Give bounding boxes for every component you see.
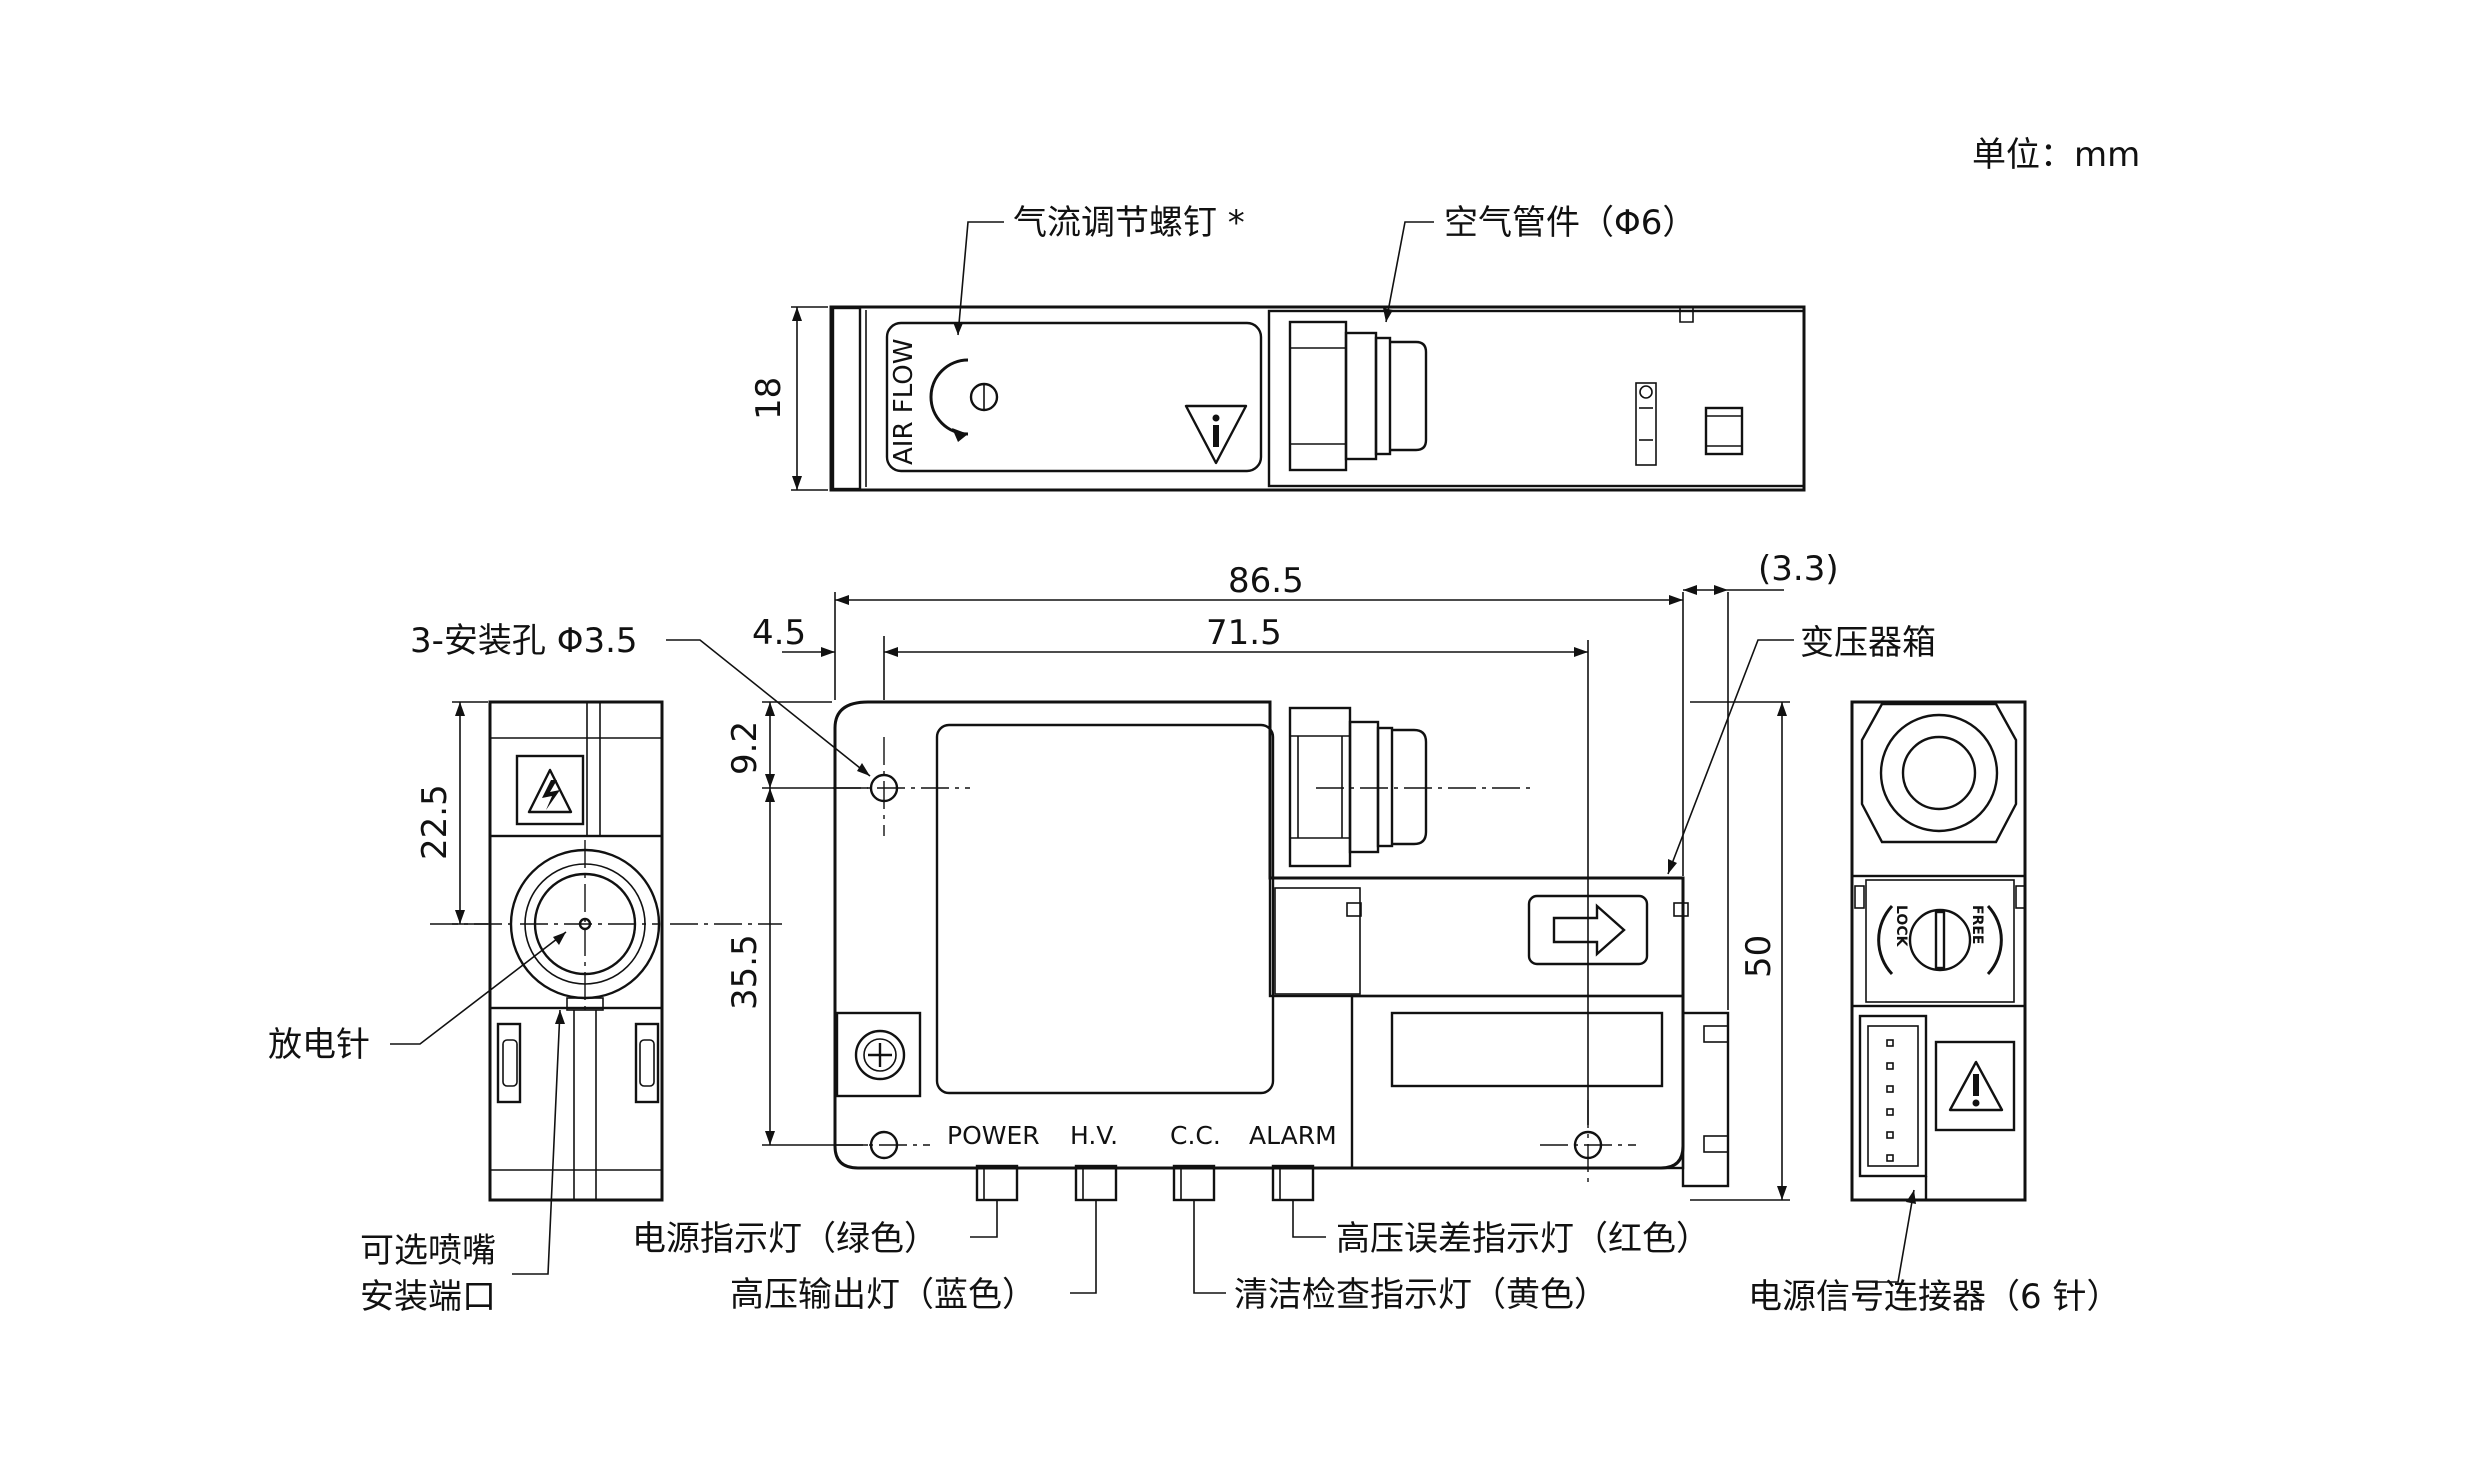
- right-side-view: LOCK FREE 电源信号连接器（6 针）: [1748, 700, 2120, 1317]
- label-mount-holes: 3-安装孔 Φ3.5: [410, 621, 638, 661]
- label-air-fitting: 空气管件（Φ6）: [1444, 203, 1696, 243]
- label-power-connector: 电源信号连接器（6 针）: [1748, 1277, 2120, 1317]
- label-nozzle-port-2: 安装端口: [360, 1277, 496, 1317]
- air-flow-text: AIR FLOW: [889, 339, 919, 465]
- dim-hole-span: 71.5: [1206, 613, 1282, 653]
- top-connector: [1704, 406, 1744, 456]
- power-connector-6pin: [1858, 1014, 1928, 1178]
- front-connector: [1681, 1011, 1730, 1188]
- unit-label: 单位：mm: [1972, 135, 2140, 175]
- warning-triangle-icon: [1934, 1040, 2016, 1132]
- top-air-fitting: [1288, 320, 1428, 472]
- right-fitting-nut: [1860, 702, 2018, 844]
- phillips-screw-icon: [854, 1029, 906, 1081]
- airflow-adjust-arc: [929, 358, 969, 436]
- label-hv-led: 高压输出灯（蓝色）: [730, 1275, 1036, 1315]
- panel-power: POWER: [947, 1121, 1040, 1150]
- arrow-right-icon: [1552, 903, 1626, 957]
- lock-free-knob: [1908, 908, 1972, 972]
- label-discharge-needle: 放电针: [268, 1025, 370, 1065]
- dim-hole-vspan: 35.5: [725, 934, 765, 1010]
- panel-alarm: ALARM: [1249, 1121, 1337, 1150]
- label-cc-led: 清洁检查指示灯（黄色）: [1234, 1275, 1608, 1315]
- high-voltage-icon: [527, 768, 573, 814]
- dim-total-length: 86.5: [1228, 561, 1304, 601]
- dim-hole-offset: 4.5: [752, 613, 806, 653]
- front-body-outline: [833, 700, 1685, 1170]
- top-body-outline: [829, 305, 1806, 492]
- top-side-slot: [1635, 382, 1657, 466]
- free-text: FREE: [1969, 905, 1985, 944]
- label-alarm-led: 高压误差指示灯（红色）: [1336, 1219, 1710, 1259]
- panel-cc: C.C.: [1170, 1121, 1221, 1150]
- front-lower-block: [1350, 994, 1685, 1170]
- dim-hole-top: 9.2: [725, 721, 765, 775]
- dim-total-height: 50: [1739, 935, 1779, 978]
- dim-top-height: 18: [749, 377, 789, 420]
- front-view: POWER H.V. C.C. ALARM: [410, 549, 1936, 1315]
- label-power-led: 电源指示灯（绿色）: [632, 1219, 938, 1259]
- dim-offset-3-3: (3.3): [1758, 549, 1839, 589]
- dim-side-height: 22.5: [415, 784, 455, 860]
- lock-text: LOCK: [1893, 905, 1909, 948]
- info-triangle-icon: [1184, 404, 1248, 465]
- led-windows: [975, 1164, 1315, 1202]
- front-air-fitting: [1288, 706, 1428, 868]
- airflow-label-plate: [885, 321, 1263, 473]
- front-label-plate: [935, 723, 1275, 1095]
- top-end-cap: [831, 306, 862, 491]
- label-nozzle-port-1: 可选喷嘴: [360, 1231, 496, 1271]
- panel-hv: H.V.: [1070, 1121, 1118, 1150]
- left-side-view: 22.5 放电针 可选喷嘴 安装端口: [268, 700, 782, 1317]
- top-view: AIR FLOW: [749, 203, 1806, 492]
- label-airflow-screw: 气流调节螺钉 *: [1013, 203, 1245, 243]
- label-transformer-box: 变压器箱: [1800, 623, 1936, 663]
